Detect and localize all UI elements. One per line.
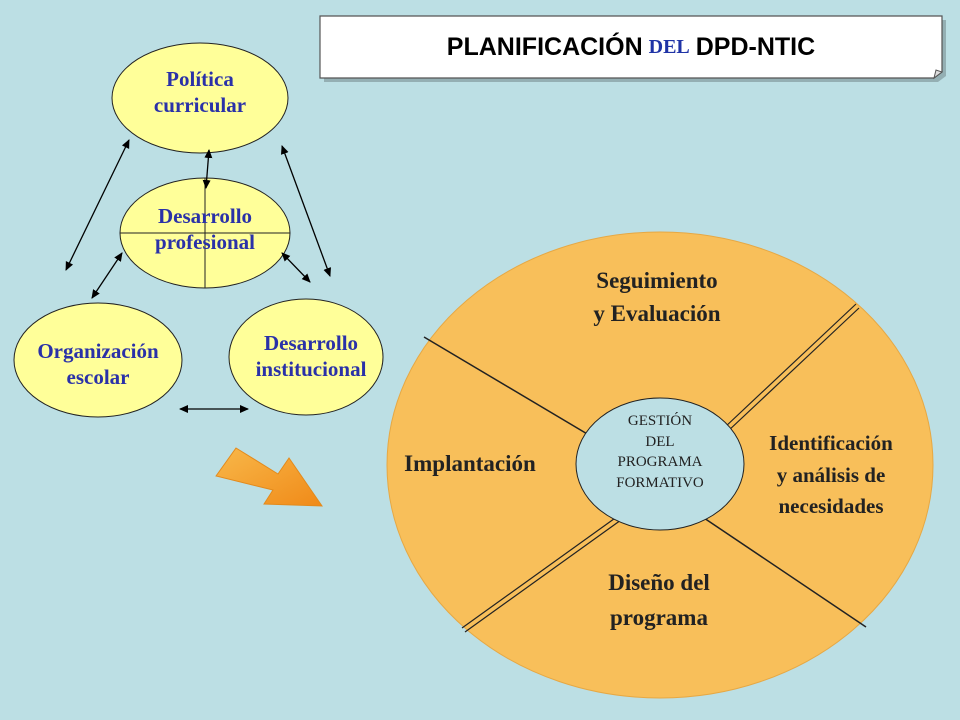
desarrollo-profesional-ellipse [119, 177, 291, 289]
center-ellipse [575, 397, 745, 531]
connector-arrows [65, 139, 331, 413]
arrow-politica-organizacion [65, 139, 130, 271]
arrow-profesional-institucional [281, 252, 311, 283]
cycle-dividers [423, 303, 867, 633]
title-box [319, 15, 946, 82]
label-seguimiento: Seguimiento y Evaluación [593, 268, 721, 327]
politica-ellipse [111, 42, 289, 154]
label-diseno: Diseño del programa [608, 570, 710, 630]
label-implantacion: Implantación [404, 451, 536, 476]
title-part-3: DPD-NTIC [695, 32, 816, 61]
title-part-2: DEL [648, 35, 690, 58]
label-organizacion: Organización escolar [37, 339, 159, 390]
desarrollo-institucional-ellipse [228, 298, 384, 416]
arrow-politica-institucional [281, 145, 331, 277]
page-title: PLANIFICACIÓN DEL DPD-NTIC [320, 16, 942, 78]
arrow-politica-profesional [202, 149, 213, 189]
organizacion-ellipse [13, 302, 183, 418]
arrow-profesional-organizacion [91, 252, 123, 299]
title-part-1: PLANIFICACIÓN [446, 32, 643, 61]
label-center: GESTIÓN DEL PROGRAMA FORMATIVO [616, 413, 704, 492]
label-desarrollo-institucional: Desarrollo institucional [255, 331, 367, 382]
label-politica: Política curricular [153, 67, 247, 118]
transition-arrow [215, 447, 323, 507]
label-identificacion: Identificación y análisis de necesidades [769, 431, 893, 518]
label-desarrollo-profesional: Desarrollo profesional [155, 204, 255, 255]
